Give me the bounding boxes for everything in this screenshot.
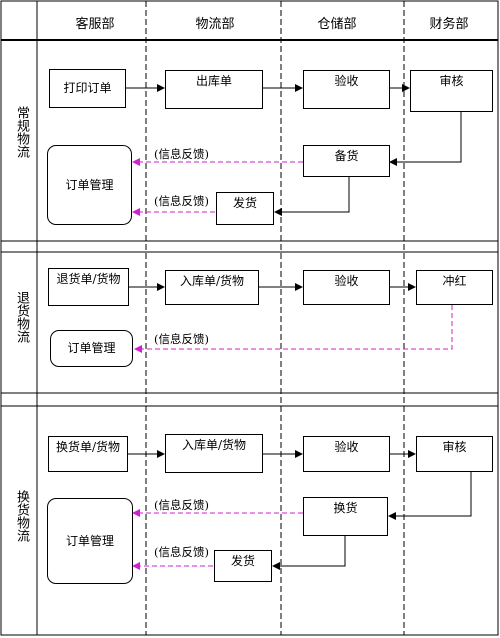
box-outbound-order: 出库单 — [165, 70, 263, 109]
box-ship-exchange: 发货 — [214, 550, 272, 582]
header-service: 客服部 — [75, 17, 115, 32]
header-logistics: 物流部 — [195, 17, 235, 32]
box-return-order: 退货单/货物 — [48, 268, 129, 306]
regular-feedback — [132, 158, 303, 216]
box-inspect-returns: 验收 — [303, 270, 390, 305]
box-review-exchange: 审核 — [416, 436, 493, 472]
box-inbound-order-exchange: 入库单/货物 — [165, 434, 263, 473]
box-inspect-exchange: 验收 — [303, 436, 390, 472]
box-inbound-order-returns: 入库单/货物 — [165, 270, 259, 305]
lane-regular: 常规物流 — [14, 106, 29, 158]
box-ship-regular: 发货 — [216, 192, 274, 225]
feedback-label: (信息反馈) — [154, 332, 209, 346]
column-dividers — [145, 1, 405, 635]
header-warehouse: 仓储部 — [317, 17, 357, 32]
feedback-label: (信息反馈) — [154, 498, 209, 512]
box-order-mgmt-exchange: 订单管理 — [47, 498, 133, 584]
regular-connectors — [125, 84, 462, 216]
box-exchange-order: 换货单/货物 — [48, 436, 128, 472]
exchange-connectors — [127, 450, 472, 570]
box-order-mgmt-returns: 订单管理 — [50, 330, 133, 367]
returns-feedback — [134, 305, 453, 353]
box-order-mgmt-regular: 订单管理 — [47, 145, 132, 225]
box-swap: 换货 — [303, 497, 388, 536]
box-inspect-regular: 验收 — [303, 70, 390, 109]
header-finance: 财务部 — [429, 17, 469, 32]
lane-returns: 退货物流 — [14, 291, 29, 343]
exchange-feedback — [132, 509, 303, 570]
feedback-label: (信息反馈) — [154, 545, 209, 559]
box-review-regular: 审核 — [410, 70, 493, 112]
box-red-reversal: 冲红 — [416, 270, 493, 305]
box-print-order: 打印订单 — [49, 69, 126, 108]
feedback-label: (信息反馈) — [154, 194, 209, 208]
box-prepare: 备货 — [303, 145, 390, 177]
lane-exchange: 换货物流 — [14, 490, 29, 542]
feedback-label: (信息反馈) — [154, 147, 209, 161]
